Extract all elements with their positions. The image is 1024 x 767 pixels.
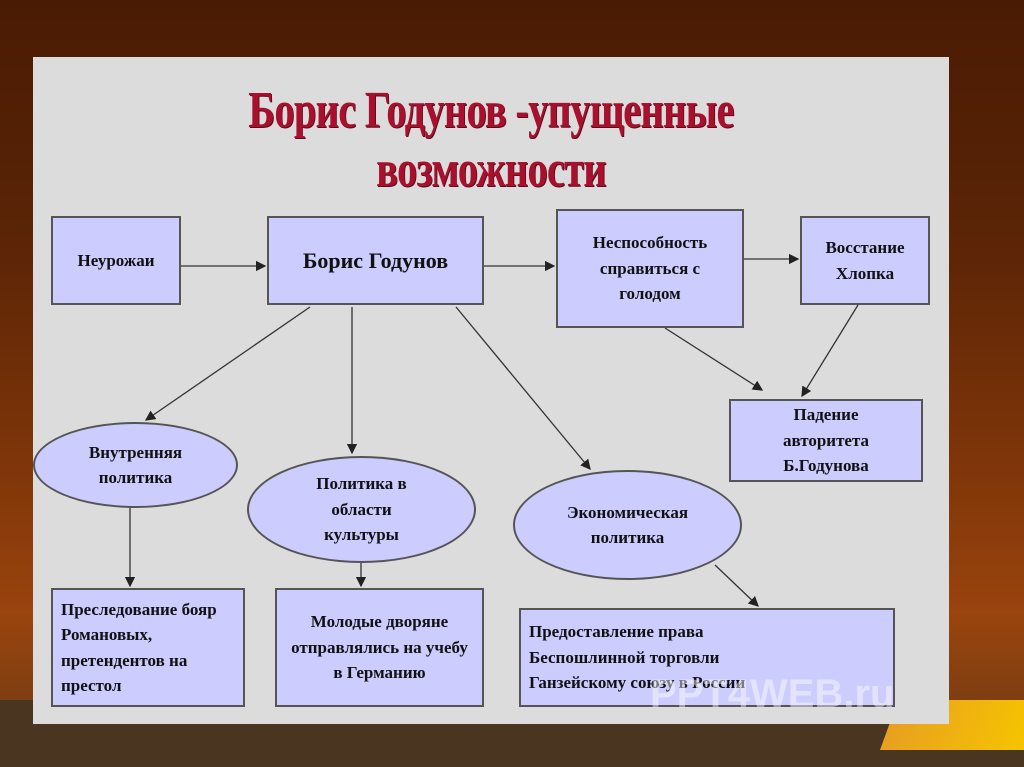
slide-title: Борис Годунов -упущенные возможности <box>248 82 734 198</box>
arrow-boris-economic <box>455 306 591 471</box>
node-nobles-study: Молодые дворяне отправлялись на учебу в … <box>275 588 484 707</box>
node-uprising: Восстание Хлопка <box>800 216 930 305</box>
node-inability: Неспособность справиться с голодом <box>556 209 744 328</box>
node-domestic-policy: Внутренняя политика <box>33 422 238 508</box>
arrow-boris-domestic <box>144 306 311 421</box>
node-economic-policy: Экономическая политика <box>513 470 742 580</box>
node-authority-fall: Падение авторитета Б.Годунова <box>729 399 923 482</box>
arrow-economic-trade <box>714 564 759 607</box>
node-culture-policy: Политика в области культуры <box>247 456 476 563</box>
node-boris-godunov: Борис Годунов <box>267 216 484 305</box>
node-harvest-failures: Неурожаи <box>51 216 181 305</box>
arrow-inability-authority <box>664 327 764 391</box>
arrow-uprising-authority <box>801 304 859 398</box>
watermark: PPT4WEB.ru <box>650 672 895 716</box>
node-persecution: Преследование бояр Романовых, претендент… <box>51 588 245 707</box>
node-trade-rights: Предоставление права Беспошлинной торгов… <box>519 608 895 707</box>
